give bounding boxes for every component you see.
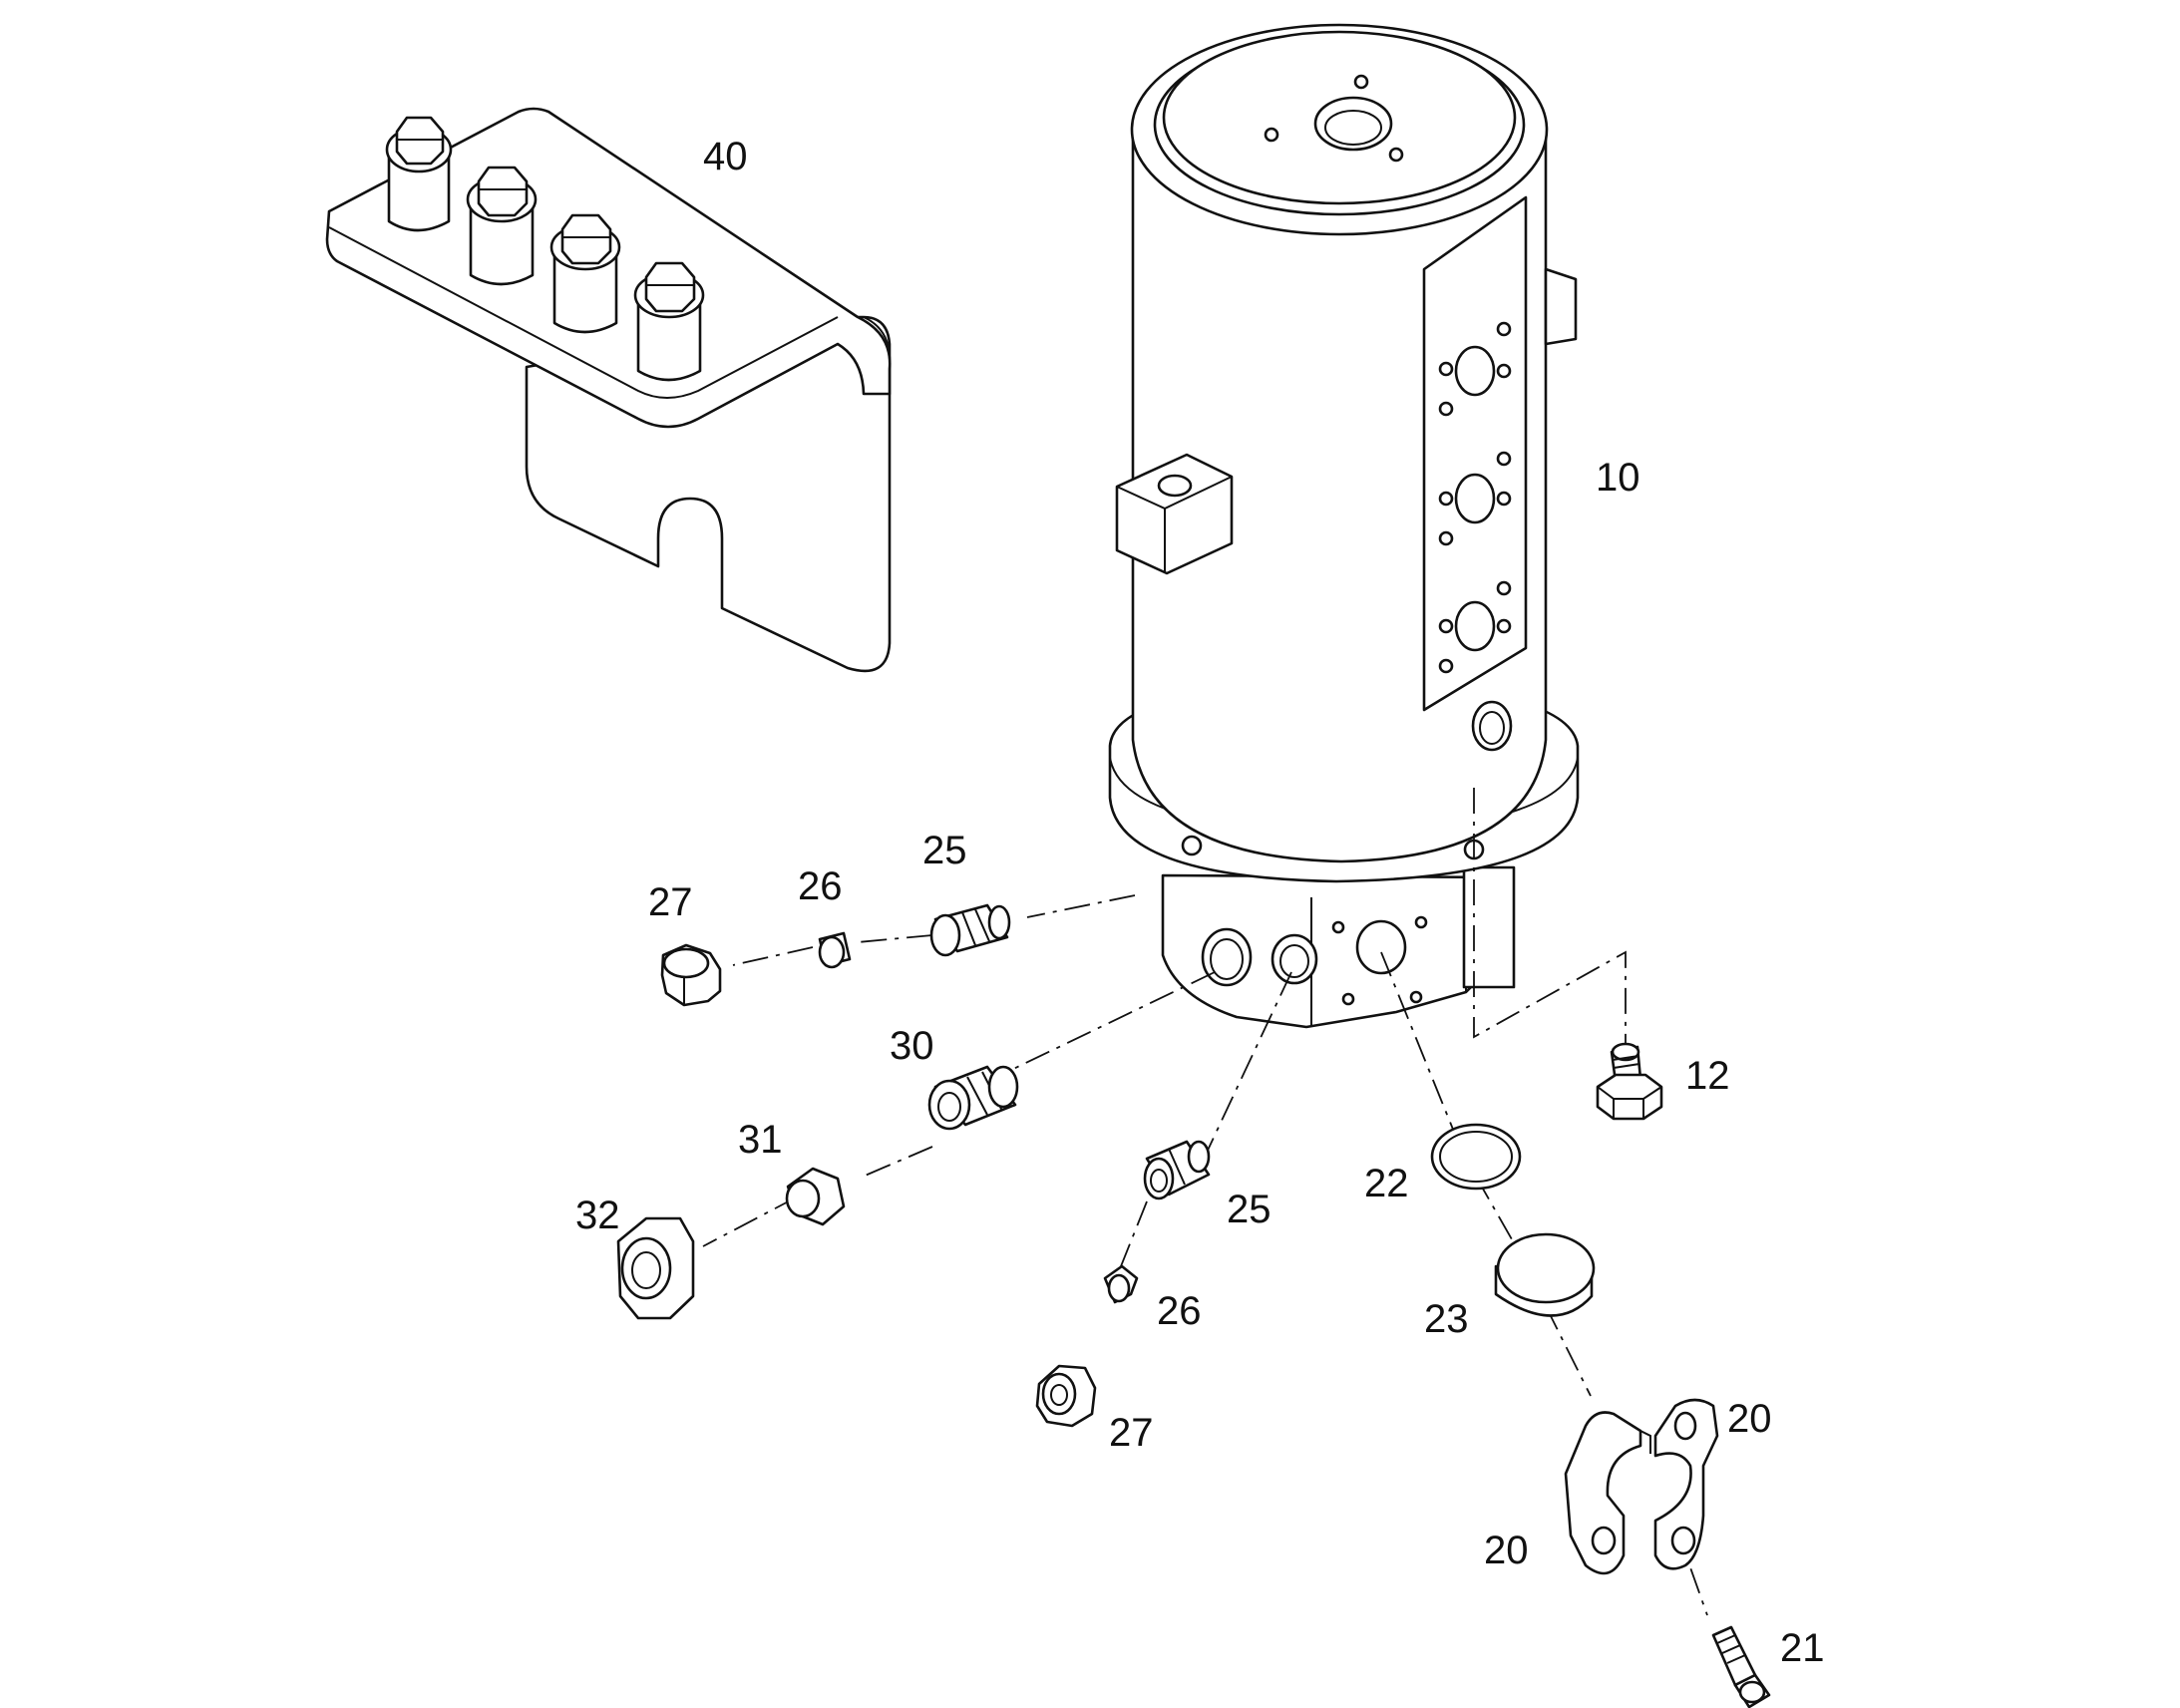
part-32-nut	[616, 1216, 695, 1320]
part-20-flange-right	[1653, 1398, 1719, 1570]
part-27-nut-lower	[1035, 1364, 1097, 1428]
plug-3	[549, 213, 621, 334]
plug-4	[633, 261, 705, 382]
label-10: 10	[1596, 456, 1640, 500]
label-40: 40	[703, 135, 748, 178]
part-20-flange-left	[1564, 1411, 1651, 1575]
label-25-upper: 25	[922, 829, 967, 872]
side-block	[1115, 453, 1234, 575]
part-10-cylinder	[1108, 23, 1580, 1029]
label-22: 22	[1364, 1162, 1409, 1205]
label-32: 32	[575, 1194, 620, 1237]
part-26-sleeve-upper	[818, 931, 852, 969]
part-27-nut-upper	[660, 943, 722, 1007]
label-21: 21	[1780, 1626, 1825, 1670]
label-26-lower: 26	[1157, 1289, 1202, 1333]
plug-2	[466, 166, 538, 286]
label-20-right: 20	[1727, 1397, 1772, 1441]
label-27-upper: 27	[648, 880, 693, 924]
part-25-fitting-lower	[1143, 1140, 1211, 1200]
side-holes	[1438, 321, 1512, 674]
part-40-bracket	[325, 107, 892, 673]
part-22-oring	[1430, 1123, 1522, 1191]
label-12: 12	[1685, 1054, 1730, 1098]
part-12-bolt	[1596, 1042, 1663, 1121]
label-26-upper: 26	[798, 864, 843, 908]
part-31-sleeve	[785, 1167, 846, 1226]
label-20-left: 20	[1484, 1529, 1529, 1572]
label-25-lower: 25	[1227, 1188, 1272, 1231]
part-23-cap	[1494, 1232, 1596, 1317]
plug-1	[385, 116, 453, 232]
label-23: 23	[1424, 1297, 1469, 1341]
label-27-lower: 27	[1109, 1411, 1154, 1455]
part-30-fitting	[927, 1065, 1019, 1131]
part-26-sleeve-lower	[1103, 1264, 1139, 1304]
label-30: 30	[890, 1024, 934, 1068]
part-21-screw	[1711, 1625, 1771, 1708]
part-labels: 40 10 27 26 25 30 31 32 25 26 27 22 23 2…	[575, 135, 1825, 1670]
label-31: 31	[738, 1118, 783, 1162]
part-25-fitting-upper	[929, 903, 1011, 957]
